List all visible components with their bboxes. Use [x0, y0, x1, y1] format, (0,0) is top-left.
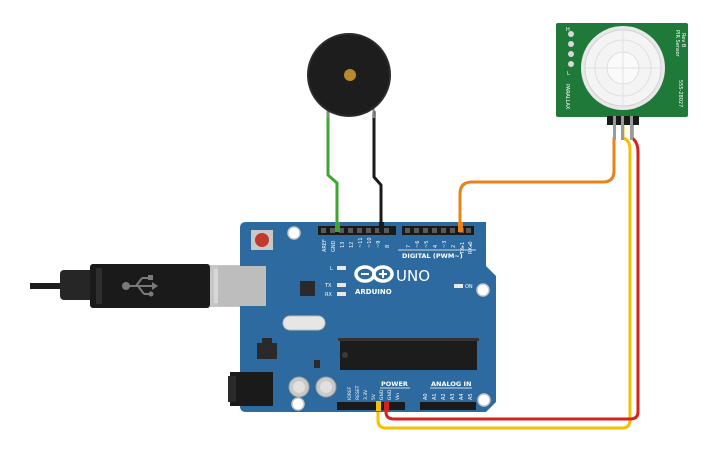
- arduino-uno-board[interactable]: AREF GND 13 12 ~11 ~10 ~9 8 7 ~6 ~5 4 ~3…: [218, 222, 496, 412]
- wire-buzzer-green[interactable]: [326, 110, 339, 230]
- pin-label-reset: RESET: [355, 385, 361, 400]
- pin-label-10: ~10: [367, 237, 373, 248]
- pin-label-a4: A4: [459, 393, 465, 400]
- capacitor-2-top: [320, 381, 332, 393]
- pin-label-5v: 5V: [371, 393, 377, 400]
- pir-jumper-dot-1: [568, 31, 574, 37]
- power-pin-labels: IOREF RESET 3.3V 5V GND GND Vin: [347, 385, 401, 400]
- pin-label-6: ~6: [415, 241, 421, 248]
- pin-label-gnd-1: GND: [379, 389, 385, 400]
- piezo-buzzer[interactable]: [307, 33, 391, 119]
- pir-pin-gnd: [621, 116, 624, 140]
- pir-revision: Rev B: [680, 33, 686, 48]
- pir-brand: PARALLAX: [564, 84, 570, 110]
- pir-part: 555-28027: [677, 80, 683, 107]
- pir-jumper-l: L: [567, 71, 570, 77]
- digital-header-holes: [321, 228, 471, 233]
- digital-pin-labels: AREF GND 13 12 ~11 ~10 ~9 8 7 ~6 ~5 4 ~3…: [322, 237, 474, 255]
- pin-label-0: RX◂0: [468, 241, 474, 254]
- usb-icon: [122, 275, 158, 297]
- mount-hole-3: [291, 397, 305, 411]
- pin-label-13: 13: [340, 242, 346, 248]
- mount-hole-1: [287, 226, 301, 240]
- led-on: [454, 284, 463, 288]
- power-jack: [230, 372, 273, 406]
- pir-jumper-dot-3: [568, 51, 574, 57]
- pin-label-gnd-2: GND: [387, 389, 393, 400]
- pin-label-11: ~11: [358, 237, 364, 248]
- chip-notch: [342, 352, 348, 358]
- pin-label-a2: A2: [441, 393, 447, 400]
- pir-jumper-dot-4: [568, 61, 574, 67]
- pin-label-4: 4: [433, 245, 439, 248]
- pin-label-vin: Vin: [395, 393, 401, 400]
- pir-pin-vcc: [630, 116, 633, 140]
- pin-label-9: ~9: [376, 241, 382, 248]
- pin-label-gnd: GND: [331, 240, 337, 252]
- board-brand: ARDUINO: [355, 288, 392, 296]
- crystal-oscillator: [282, 315, 326, 331]
- power-jack-front: [228, 376, 236, 402]
- pin-label-2: 2: [451, 245, 457, 248]
- usb-plug-ridge: [96, 268, 102, 304]
- pin-label-a3: A3: [450, 393, 456, 400]
- board-model: UNO: [396, 267, 430, 285]
- wire-gnd-yellow[interactable]: [376, 118, 632, 430]
- wires: [326, 110, 640, 430]
- reset-button[interactable]: [255, 233, 269, 247]
- buzzer-rim: [307, 33, 391, 117]
- pin-label-1: TX▸1: [460, 242, 466, 255]
- usb-port: [218, 266, 266, 306]
- led-tx-label: TX: [324, 283, 332, 289]
- led-on-label: ON: [465, 284, 473, 290]
- wire-end-caps: [335, 222, 463, 411]
- pin-label-a5: A5: [468, 393, 474, 400]
- voltage-regulator: [257, 343, 277, 359]
- pir-jumper-dot-2: [568, 41, 574, 47]
- analog-header: [420, 402, 476, 410]
- wire-signal-orange[interactable]: [458, 136, 616, 232]
- digital-header-right: [402, 226, 474, 235]
- chip-socket: [338, 338, 479, 341]
- pin-label-8: 8: [385, 245, 391, 248]
- digital-header-label: DIGITAL (PWM~): [402, 252, 463, 260]
- pin-label-3: ~3: [442, 241, 448, 248]
- pin-label-aref: AREF: [322, 239, 328, 252]
- arduino-infinity-logo: [354, 265, 394, 283]
- power-header: [337, 402, 405, 410]
- analog-label: ANALOG IN: [431, 380, 471, 388]
- pin-label-a0: A0: [423, 393, 429, 400]
- pin-label-a1: A1: [432, 393, 438, 400]
- led-rx-label: RX: [325, 292, 332, 298]
- wire-buzzer-black[interactable]: [372, 110, 383, 230]
- pir-jumper-h: H: [566, 27, 570, 33]
- led-tx: [337, 283, 346, 287]
- small-component: [314, 360, 320, 368]
- pir-pin-out: [613, 116, 616, 140]
- led-rx: [337, 292, 346, 296]
- pin-label-3v3: 3.3V: [363, 389, 369, 400]
- pin-label-5: ~5: [424, 241, 430, 248]
- pir-sensor[interactable]: H L PARALLAX PIR Sensor Rev B 555-28027: [556, 23, 688, 140]
- mount-hole-4: [477, 393, 491, 407]
- voltage-regulator-tab: [262, 338, 272, 343]
- logo-plus: [379, 270, 387, 278]
- analog-pin-labels: A0 A1 A2 A3 A4 A5: [423, 393, 474, 400]
- usb-strain-relief: [60, 270, 96, 300]
- pin-label-12: 12: [349, 242, 355, 248]
- microcontroller-chip: [340, 341, 477, 370]
- led-l: [337, 266, 346, 270]
- buzzer-center: [344, 69, 356, 81]
- pir-title: PIR Sensor: [674, 30, 680, 58]
- usb-controller-chip: [300, 281, 315, 296]
- power-label: POWER: [381, 380, 408, 388]
- mount-hole-2: [476, 283, 490, 297]
- pin-label-7: 7: [406, 245, 412, 248]
- capacitor-1-top: [293, 381, 305, 393]
- led-l-label: L: [330, 266, 333, 272]
- pin-label-ioref: IOREF: [347, 386, 353, 400]
- wire-vcc-red[interactable]: [384, 118, 640, 421]
